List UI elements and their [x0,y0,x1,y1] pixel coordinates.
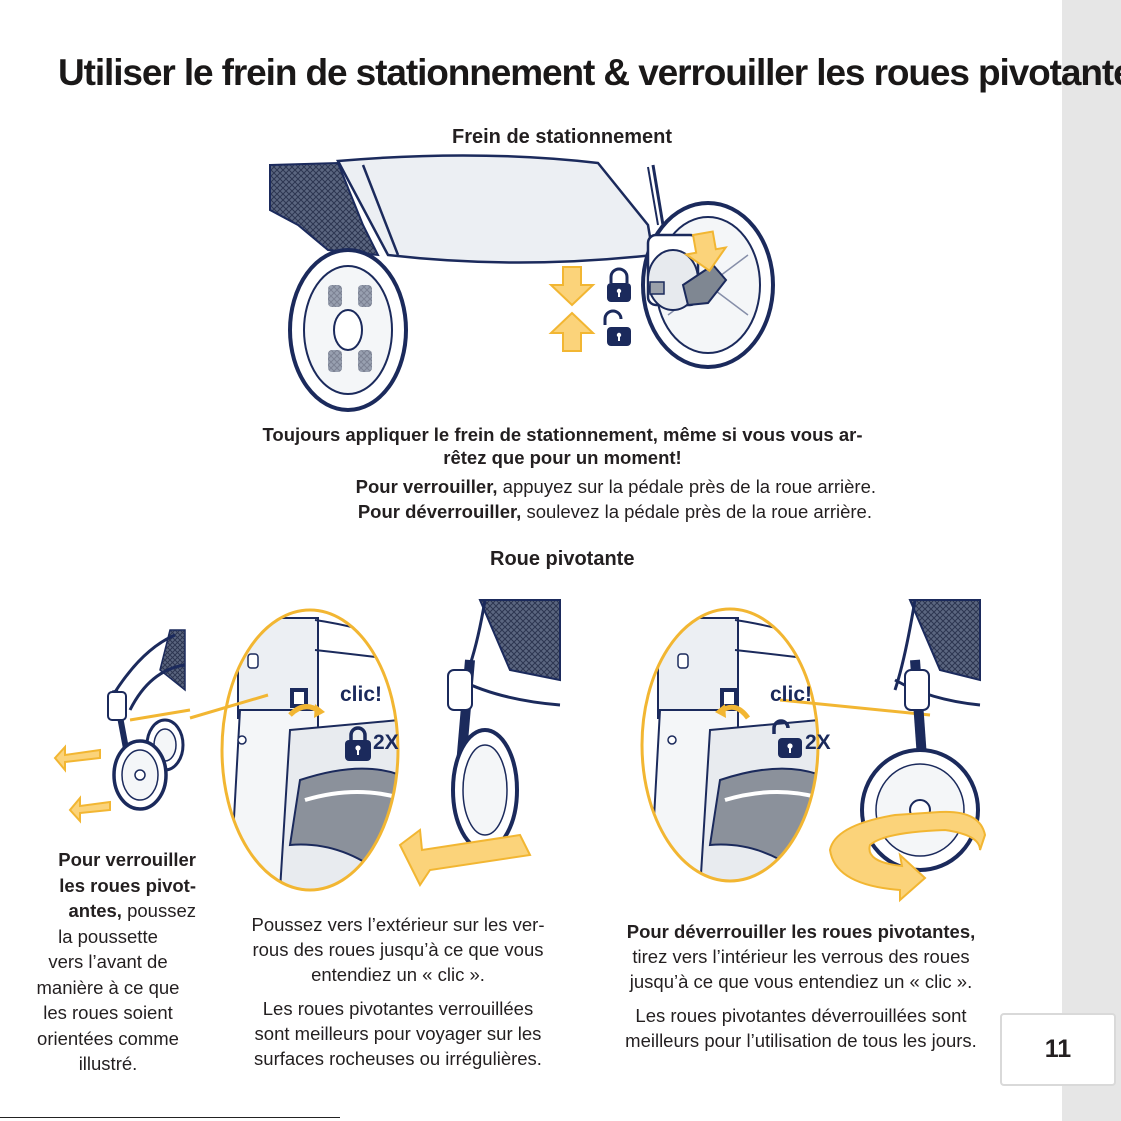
parking-brake-heading: Frein de stationnement [452,126,673,148]
swivel-unlock-callout [640,599,987,903]
parking-brake-illustration [269,154,775,412]
swivel-wheel-heading: Roue pivotante [490,548,635,570]
times-label-right: 2X [805,731,831,754]
swivel-unlock-instruction: Pour déverrouiller les roues pivotantes,… [625,921,977,1051]
parking-brake-unlock-instruction: Pour déverrouiller, soulevez la pédale p… [357,501,872,522]
swivel-lock-instruction: Poussez vers l’extérieur sur les ver- ro… [251,914,545,1069]
swivel-lock-push-instruction: Pour verrouiller les roues pivot- antes,… [36,849,196,1074]
swivel-lock-direction-arrow [398,828,532,887]
stroller-front-view-illustration [53,629,191,824]
page-sidebar [1062,0,1121,1121]
page-number: 11 [1000,1013,1116,1086]
footer-rule [0,1117,340,1118]
parking-brake-warning: Toujours appliquer le frein de stationne… [262,424,863,468]
click-label-right: clic! [770,683,813,706]
page-title: Utiliser le frein de stationnement & ver… [58,52,1121,93]
times-label-left: 2X [373,731,399,754]
parking-brake-lock-instruction: Pour verrouiller, appuyez sur la pédale … [355,476,876,497]
click-label-left: clic! [340,683,383,706]
unlocked-padlock-icon [772,719,802,758]
locked-padlock-icon [345,726,371,761]
